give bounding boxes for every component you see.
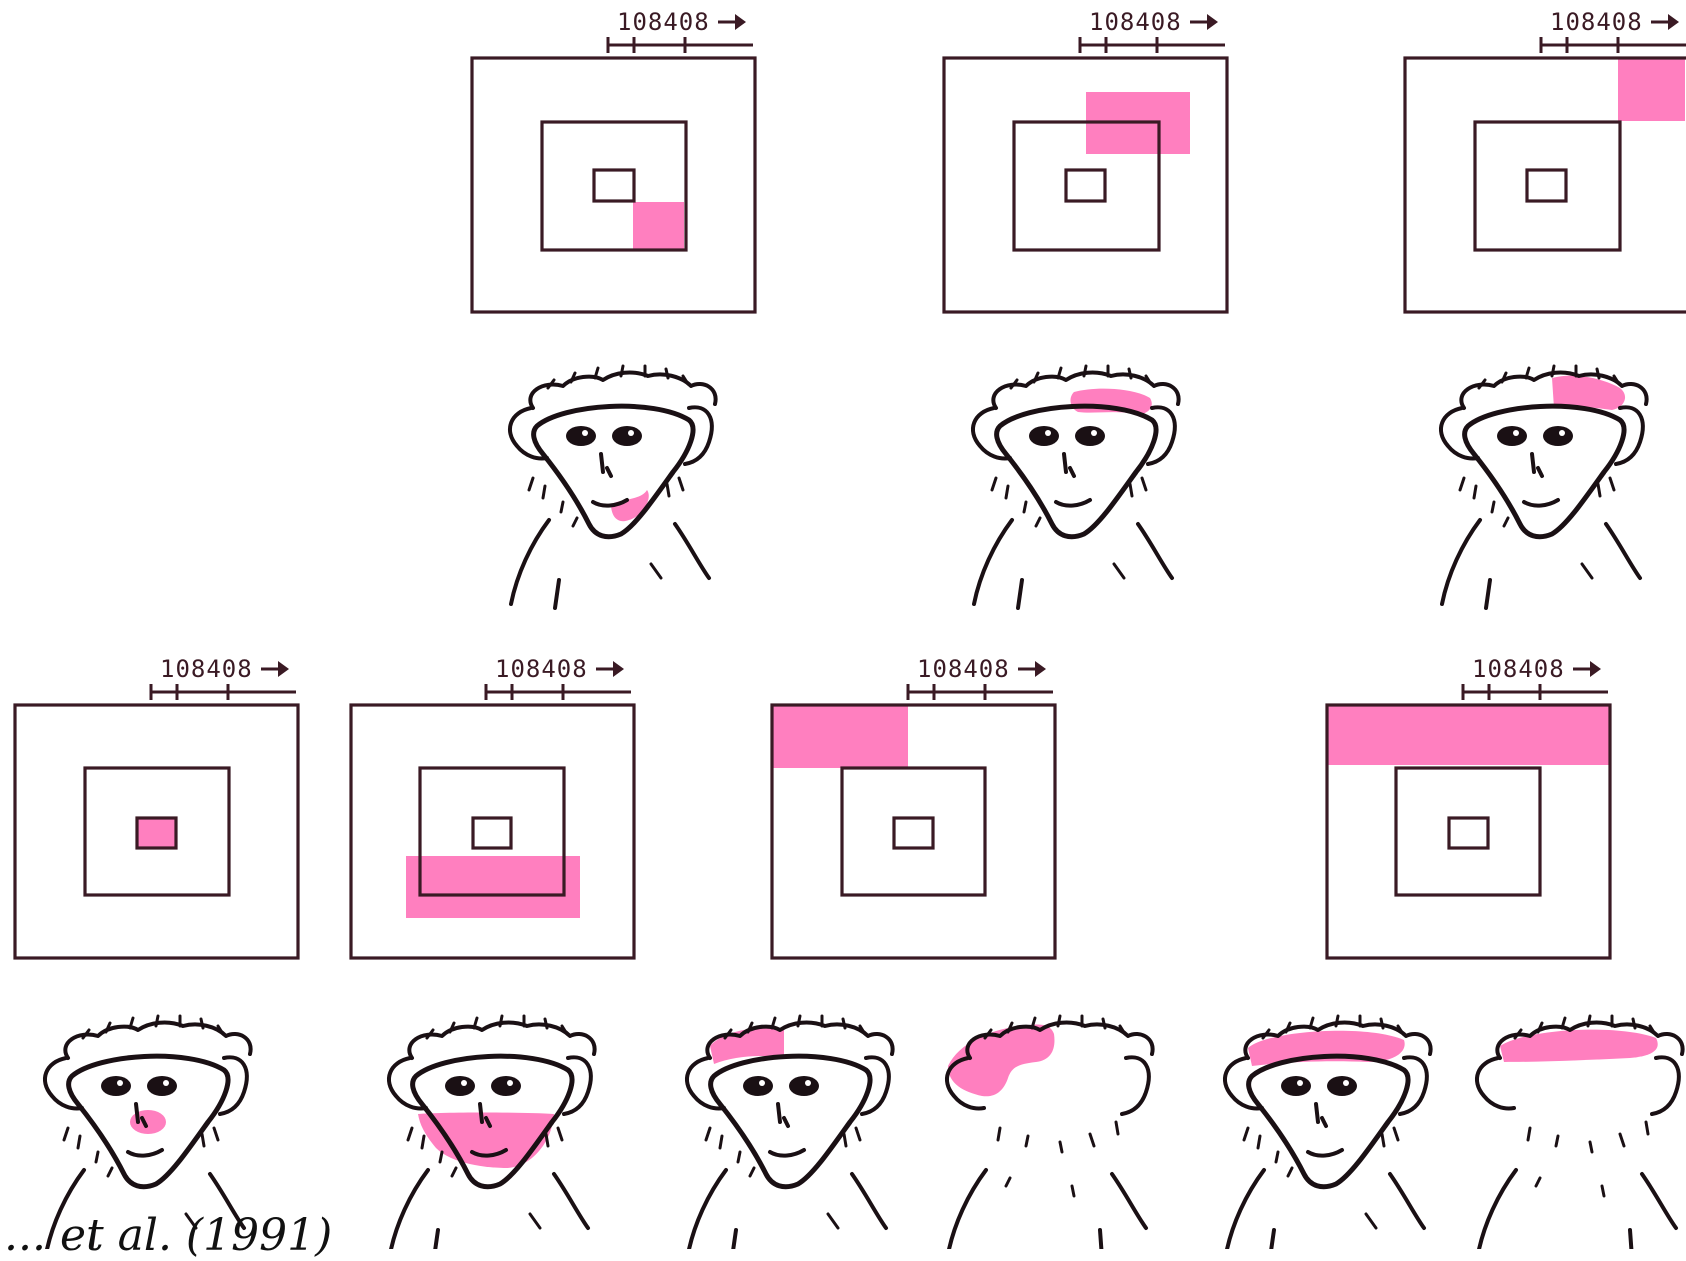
rf-highlight bbox=[137, 818, 176, 848]
figure-caption: ... et al. (1991) bbox=[4, 1214, 332, 1258]
scale-label: 108408 bbox=[1550, 8, 1643, 36]
scale-label: 108408 bbox=[1472, 655, 1565, 683]
rf-panel-top-1: 108408 bbox=[472, 8, 755, 312]
monkey-face-bottom-2 bbox=[389, 1016, 595, 1249]
rf-panel-bottom-4: 108408 bbox=[1327, 655, 1610, 958]
rf-panel-top-2: 108408 bbox=[944, 8, 1227, 312]
monkey-face-top-2 bbox=[973, 366, 1179, 608]
rf-panel-bottom-1: 108408 bbox=[15, 655, 298, 958]
rf-highlight bbox=[1328, 706, 1610, 765]
rf-highlight bbox=[633, 202, 684, 250]
face-highlight-forehead bbox=[1071, 389, 1152, 415]
monkey-back-view-1 bbox=[947, 1016, 1153, 1249]
scale-label: 108408 bbox=[1089, 8, 1182, 36]
scale-label: 108408 bbox=[917, 655, 1010, 683]
monkey-face-top-3 bbox=[1441, 366, 1647, 608]
rf-highlight bbox=[773, 706, 908, 768]
scale-label: 108408 bbox=[160, 655, 253, 683]
rf-panel-bottom-3: 108408 bbox=[772, 655, 1055, 958]
monkey-back-view-2 bbox=[1477, 1016, 1683, 1249]
monkey-face-bottom-4 bbox=[1225, 1016, 1431, 1249]
scale-label: 108408 bbox=[495, 655, 588, 683]
monkey-face-bottom-3 bbox=[687, 1016, 893, 1249]
rf-highlight bbox=[1618, 59, 1685, 121]
scale-label: 108408 bbox=[617, 8, 710, 36]
rf-panel-top-3: 108408 bbox=[1405, 8, 1686, 312]
rf-panel-bottom-2: 108408 bbox=[351, 655, 634, 958]
rf-highlight bbox=[406, 856, 580, 918]
monkey-face-top-1 bbox=[510, 366, 716, 608]
